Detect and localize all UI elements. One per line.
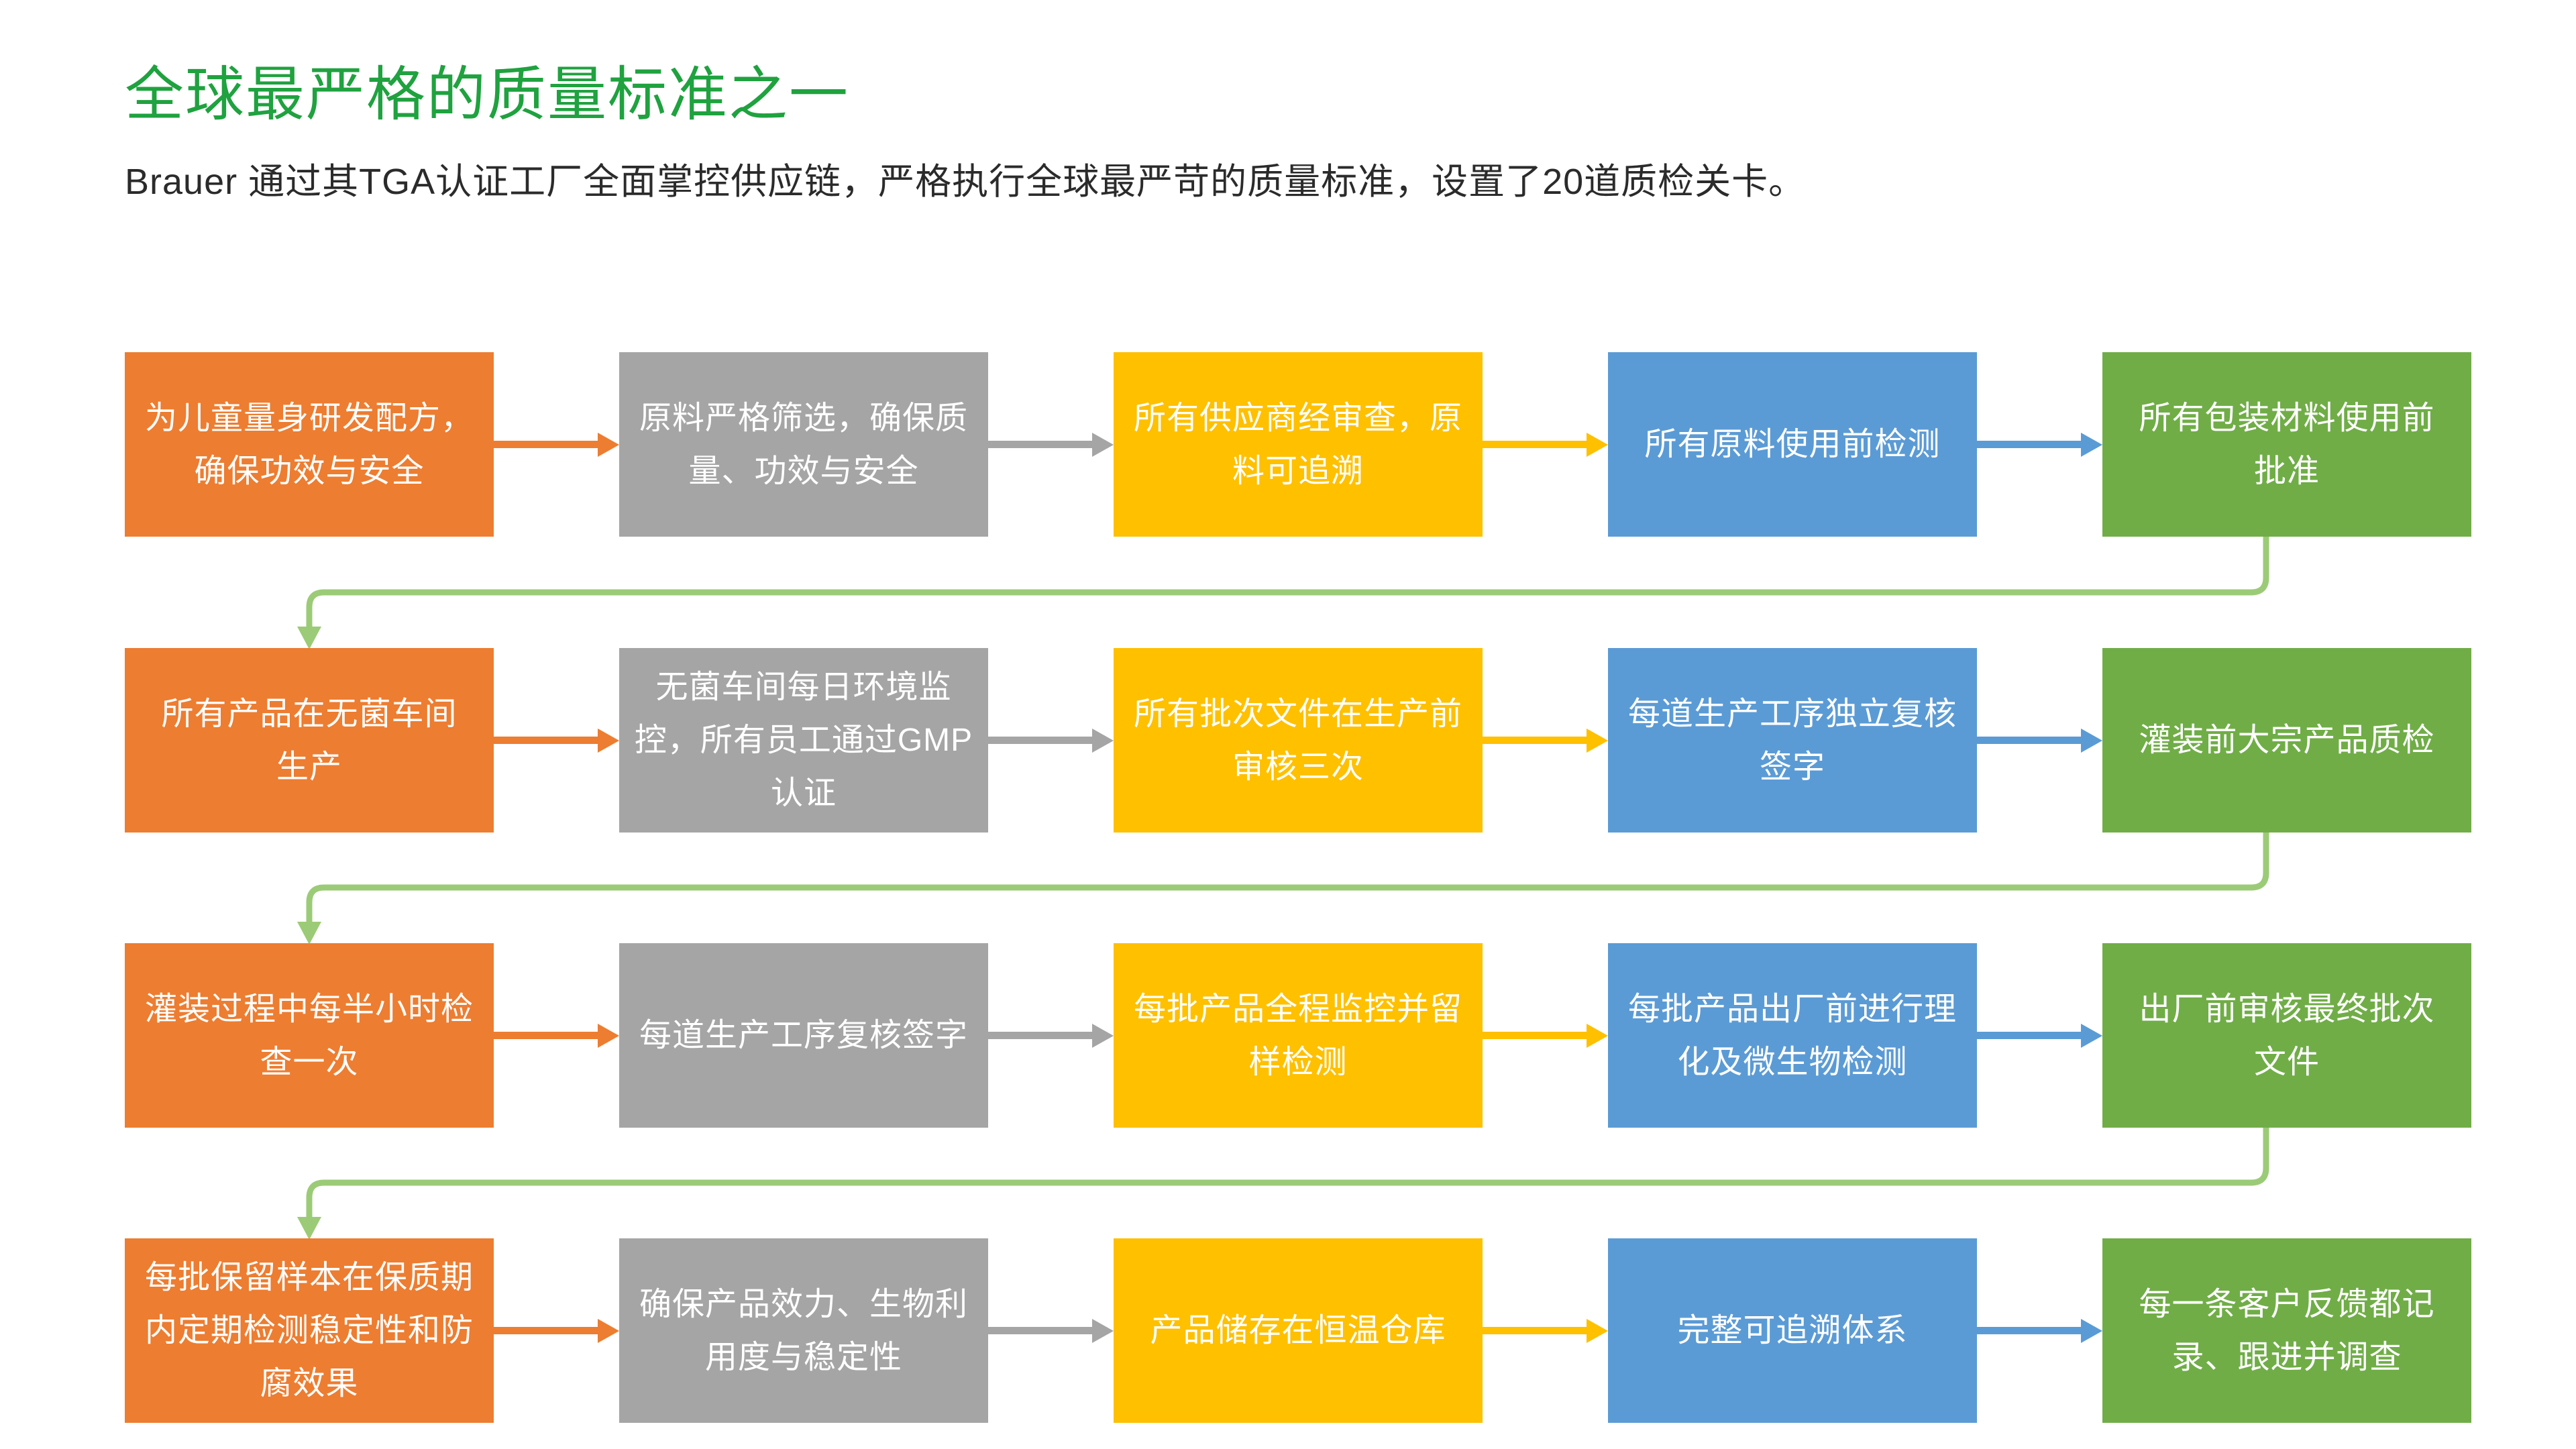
page-subtitle: Brauer 通过其TGA认证工厂全面掌控供应链，严格执行全球最严苛的质量标准，… — [125, 162, 1806, 202]
flow-box-r1c2: 原料严格筛选，确保质 量、功效与安全 — [619, 352, 988, 537]
flow-box-label: 原料严格筛选，确保质 量、功效与安全 — [639, 400, 968, 489]
flow-box-r4c1: 每批保留样本在保质期 内定期检测稳定性和防 腐效果 — [125, 1238, 494, 1423]
flow-box-r2c4: 每道生产工序独立复核 签字 — [1608, 648, 1977, 833]
page-title: 全球最严格的质量标准之一 — [125, 61, 850, 127]
flow-box-label: 每批保留样本在保质期 内定期检测稳定性和防 腐效果 — [144, 1260, 474, 1401]
flow-arrow-shaft-r3-3 — [1483, 1032, 1589, 1039]
flow-box-r4c2: 确保产品效力、生物利 用度与稳定性 — [619, 1238, 988, 1423]
flow-arrow-shaft-r2-2 — [988, 737, 1095, 744]
flow-arrow-shaft-r4-2 — [988, 1327, 1095, 1334]
flow-arrow-right-icon-r4-3 — [1587, 1318, 1608, 1343]
flow-arrow-right-icon-r1-1 — [598, 432, 619, 457]
flow-box-r2c2: 无菌车间每日环境监 控，所有员工通过GMP 认证 — [619, 648, 988, 833]
flow-box-label: 出厂前审核最终批次 文件 — [2139, 991, 2435, 1080]
flow-box-label: 每道生产工序独立复核 签字 — [1627, 696, 1957, 785]
flow-arrow-right-icon-r3-1 — [598, 1023, 619, 1048]
flow-arrow-right-icon-r2-4 — [2081, 728, 2102, 753]
flow-arrow-right-icon-r3-4 — [2081, 1023, 2102, 1048]
flow-box-r3c1: 灌装过程中每半小时检 查一次 — [125, 943, 494, 1128]
flow-box-label: 每批产品出厂前进行理 化及微生物检测 — [1627, 991, 1957, 1080]
flow-box-r3c3: 每批产品全程监控并留 样检测 — [1114, 943, 1483, 1128]
flow-arrow-right-icon-r3-3 — [1587, 1023, 1608, 1048]
flow-box-r1c4: 所有原料使用前检测 — [1608, 352, 1977, 537]
flow-box-label: 每道生产工序复核签字 — [639, 1018, 968, 1053]
flow-box-label: 完整可追溯体系 — [1677, 1313, 1908, 1348]
flow-box-label: 确保产品效力、生物利 用度与稳定性 — [639, 1286, 968, 1375]
flow-arrow-shaft-r1-4 — [1977, 441, 2084, 448]
flow-box-r3c5: 出厂前审核最终批次 文件 — [2102, 943, 2471, 1128]
flow-box-r4c4: 完整可追溯体系 — [1608, 1238, 1977, 1423]
flow-arrow-shaft-r1-1 — [494, 441, 600, 448]
wrap-connector-arrow-down-icon-3 — [297, 1217, 321, 1240]
flow-box-r2c1: 所有产品在无菌车间 生产 — [125, 648, 494, 833]
flow-arrow-shaft-r4-4 — [1977, 1327, 2084, 1334]
flow-box-label: 灌装过程中每半小时检 查一次 — [144, 991, 474, 1080]
flow-box-label: 产品储存在恒温仓库 — [1150, 1313, 1446, 1348]
flow-box-label: 所有原料使用前检测 — [1644, 427, 1941, 462]
flow-arrow-shaft-r2-3 — [1483, 737, 1589, 744]
flow-box-r2c3: 所有批次文件在生产前 审核三次 — [1114, 648, 1483, 833]
flow-box-label: 无菌车间每日环境监 控，所有员工通过GMP 认证 — [634, 669, 973, 811]
flow-box-r1c1: 为儿童量身研发配方， 确保功效与安全 — [125, 352, 494, 537]
wrap-connector-3 — [306, 1128, 2269, 1220]
flow-arrow-right-icon-r2-2 — [1092, 728, 1114, 753]
flow-arrow-shaft-r2-1 — [494, 737, 600, 744]
flow-arrow-shaft-r3-4 — [1977, 1032, 2084, 1039]
flow-arrow-shaft-r3-2 — [988, 1032, 1095, 1039]
flow-arrow-right-icon-r2-3 — [1587, 728, 1608, 753]
flow-box-label: 所有供应商经审查，原 料可追溯 — [1133, 400, 1462, 489]
flow-arrow-right-icon-r1-2 — [1092, 432, 1114, 457]
flow-box-r1c5: 所有包装材料使用前 批准 — [2102, 352, 2471, 537]
wrap-connector-arrow-down-icon-2 — [297, 922, 321, 945]
flow-box-label: 为儿童量身研发配方， 确保功效与安全 — [144, 400, 474, 489]
flow-box-label: 每一条客户反馈都记 录、跟进并调查 — [2139, 1286, 2435, 1375]
flow-box-label: 所有包装材料使用前 批准 — [2139, 400, 2435, 489]
flow-arrow-shaft-r4-3 — [1483, 1327, 1589, 1334]
flow-box-r1c3: 所有供应商经审查，原 料可追溯 — [1114, 352, 1483, 537]
flow-box-label: 所有批次文件在生产前 审核三次 — [1133, 696, 1462, 785]
flow-arrow-right-icon-r4-4 — [2081, 1318, 2102, 1343]
wrap-connector-1 — [306, 537, 2269, 629]
flow-box-r2c5: 灌装前大宗产品质检 — [2102, 648, 2471, 833]
flow-arrow-shaft-r3-1 — [494, 1032, 600, 1039]
flow-box-label: 灌装前大宗产品质检 — [2139, 722, 2435, 758]
flow-arrow-right-icon-r3-2 — [1092, 1023, 1114, 1048]
flow-arrow-right-icon-r4-1 — [598, 1318, 619, 1343]
flow-arrow-right-icon-r1-3 — [1587, 432, 1608, 457]
flow-arrow-shaft-r4-1 — [494, 1327, 600, 1334]
flow-arrow-right-icon-r2-1 — [598, 728, 619, 753]
flow-arrow-shaft-r1-2 — [988, 441, 1095, 448]
flow-box-r3c4: 每批产品出厂前进行理 化及微生物检测 — [1608, 943, 1977, 1128]
flow-box-r4c3: 产品储存在恒温仓库 — [1114, 1238, 1483, 1423]
flow-box-label: 所有产品在无菌车间 生产 — [161, 696, 458, 785]
flow-box-r3c2: 每道生产工序复核签字 — [619, 943, 988, 1128]
flow-box-label: 每批产品全程监控并留 样检测 — [1133, 991, 1462, 1080]
flow-arrow-shaft-r1-3 — [1483, 441, 1589, 448]
flow-arrow-right-icon-r1-4 — [2081, 432, 2102, 457]
wrap-connector-arrow-down-icon-1 — [297, 627, 321, 649]
flow-arrow-right-icon-r4-2 — [1092, 1318, 1114, 1343]
wrap-connector-2 — [306, 833, 2269, 924]
flow-arrow-shaft-r2-4 — [1977, 737, 2084, 744]
flow-box-r4c5: 每一条客户反馈都记 录、跟进并调查 — [2102, 1238, 2471, 1423]
